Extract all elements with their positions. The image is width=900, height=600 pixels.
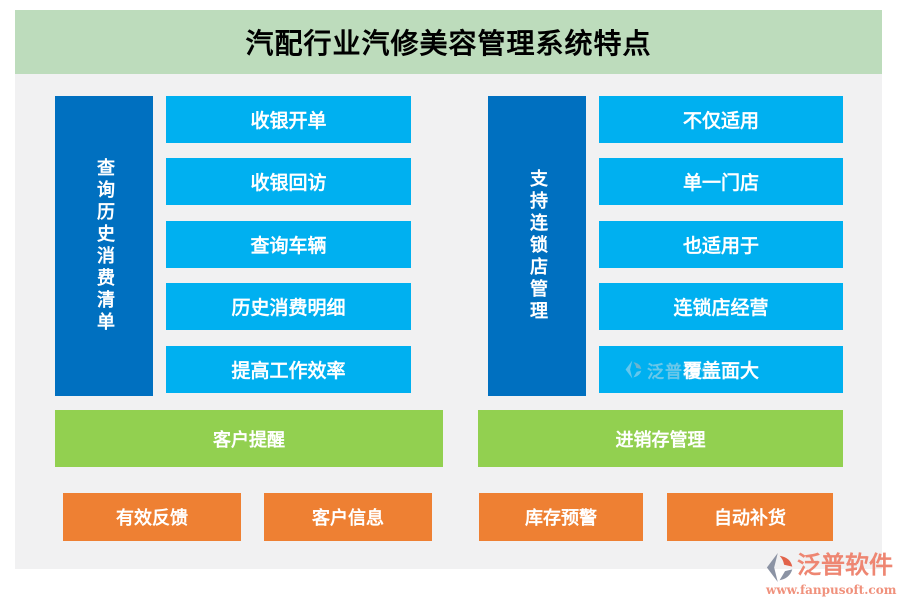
left-sub-box-1: 有效反馈 (63, 493, 241, 541)
left-feature-box-5: 提高工作效率 (166, 346, 411, 393)
right-sub-box-1: 库存预警 (479, 493, 643, 541)
page-title: 汽配行业汽修美容管理系统特点 (245, 27, 652, 60)
fanpu-logo-icon (766, 552, 795, 583)
title-banner: 汽配行业汽修美容管理系统特点 (15, 10, 882, 74)
right-feature-box-4: 连锁店经营 (599, 283, 843, 330)
fanpu-watermark-icon (625, 360, 643, 380)
left-group-bar: 客户提醒 (55, 410, 443, 467)
fanpu-logo-brand: 泛普软件 (797, 551, 893, 579)
left-sub-box-2: 客户信息 (264, 493, 432, 541)
right-group-bar: 进销存管理 (478, 410, 843, 467)
left-feature-box-4: 历史消费明细 (166, 283, 411, 330)
fanpu-logo: 泛普软件 www.fanpusoft.com (766, 550, 897, 598)
right-feature-box-1: 不仅适用 (599, 96, 843, 143)
left-category-box: 查询历史消费清单 (55, 96, 153, 396)
right-category-box: 支持连锁店管理 (488, 96, 586, 396)
left-feature-box-1: 收银开单 (166, 96, 411, 143)
right-feature-box-2: 单一门店 (599, 158, 843, 205)
right-sub-box-2: 自动补货 (667, 493, 833, 541)
right-feature-box-5: 泛普软件 覆盖面大 (599, 346, 843, 393)
left-feature-box-3: 查询车辆 (166, 221, 411, 268)
left-category-label: 查询历史消费清单 (94, 158, 115, 334)
right-category-label: 支持连锁店管理 (527, 169, 548, 323)
right-feature-box-3: 也适用于 (599, 221, 843, 268)
fanpu-logo-url: www.fanpusoft.com (766, 583, 897, 597)
left-feature-box-2: 收银回访 (166, 158, 411, 205)
